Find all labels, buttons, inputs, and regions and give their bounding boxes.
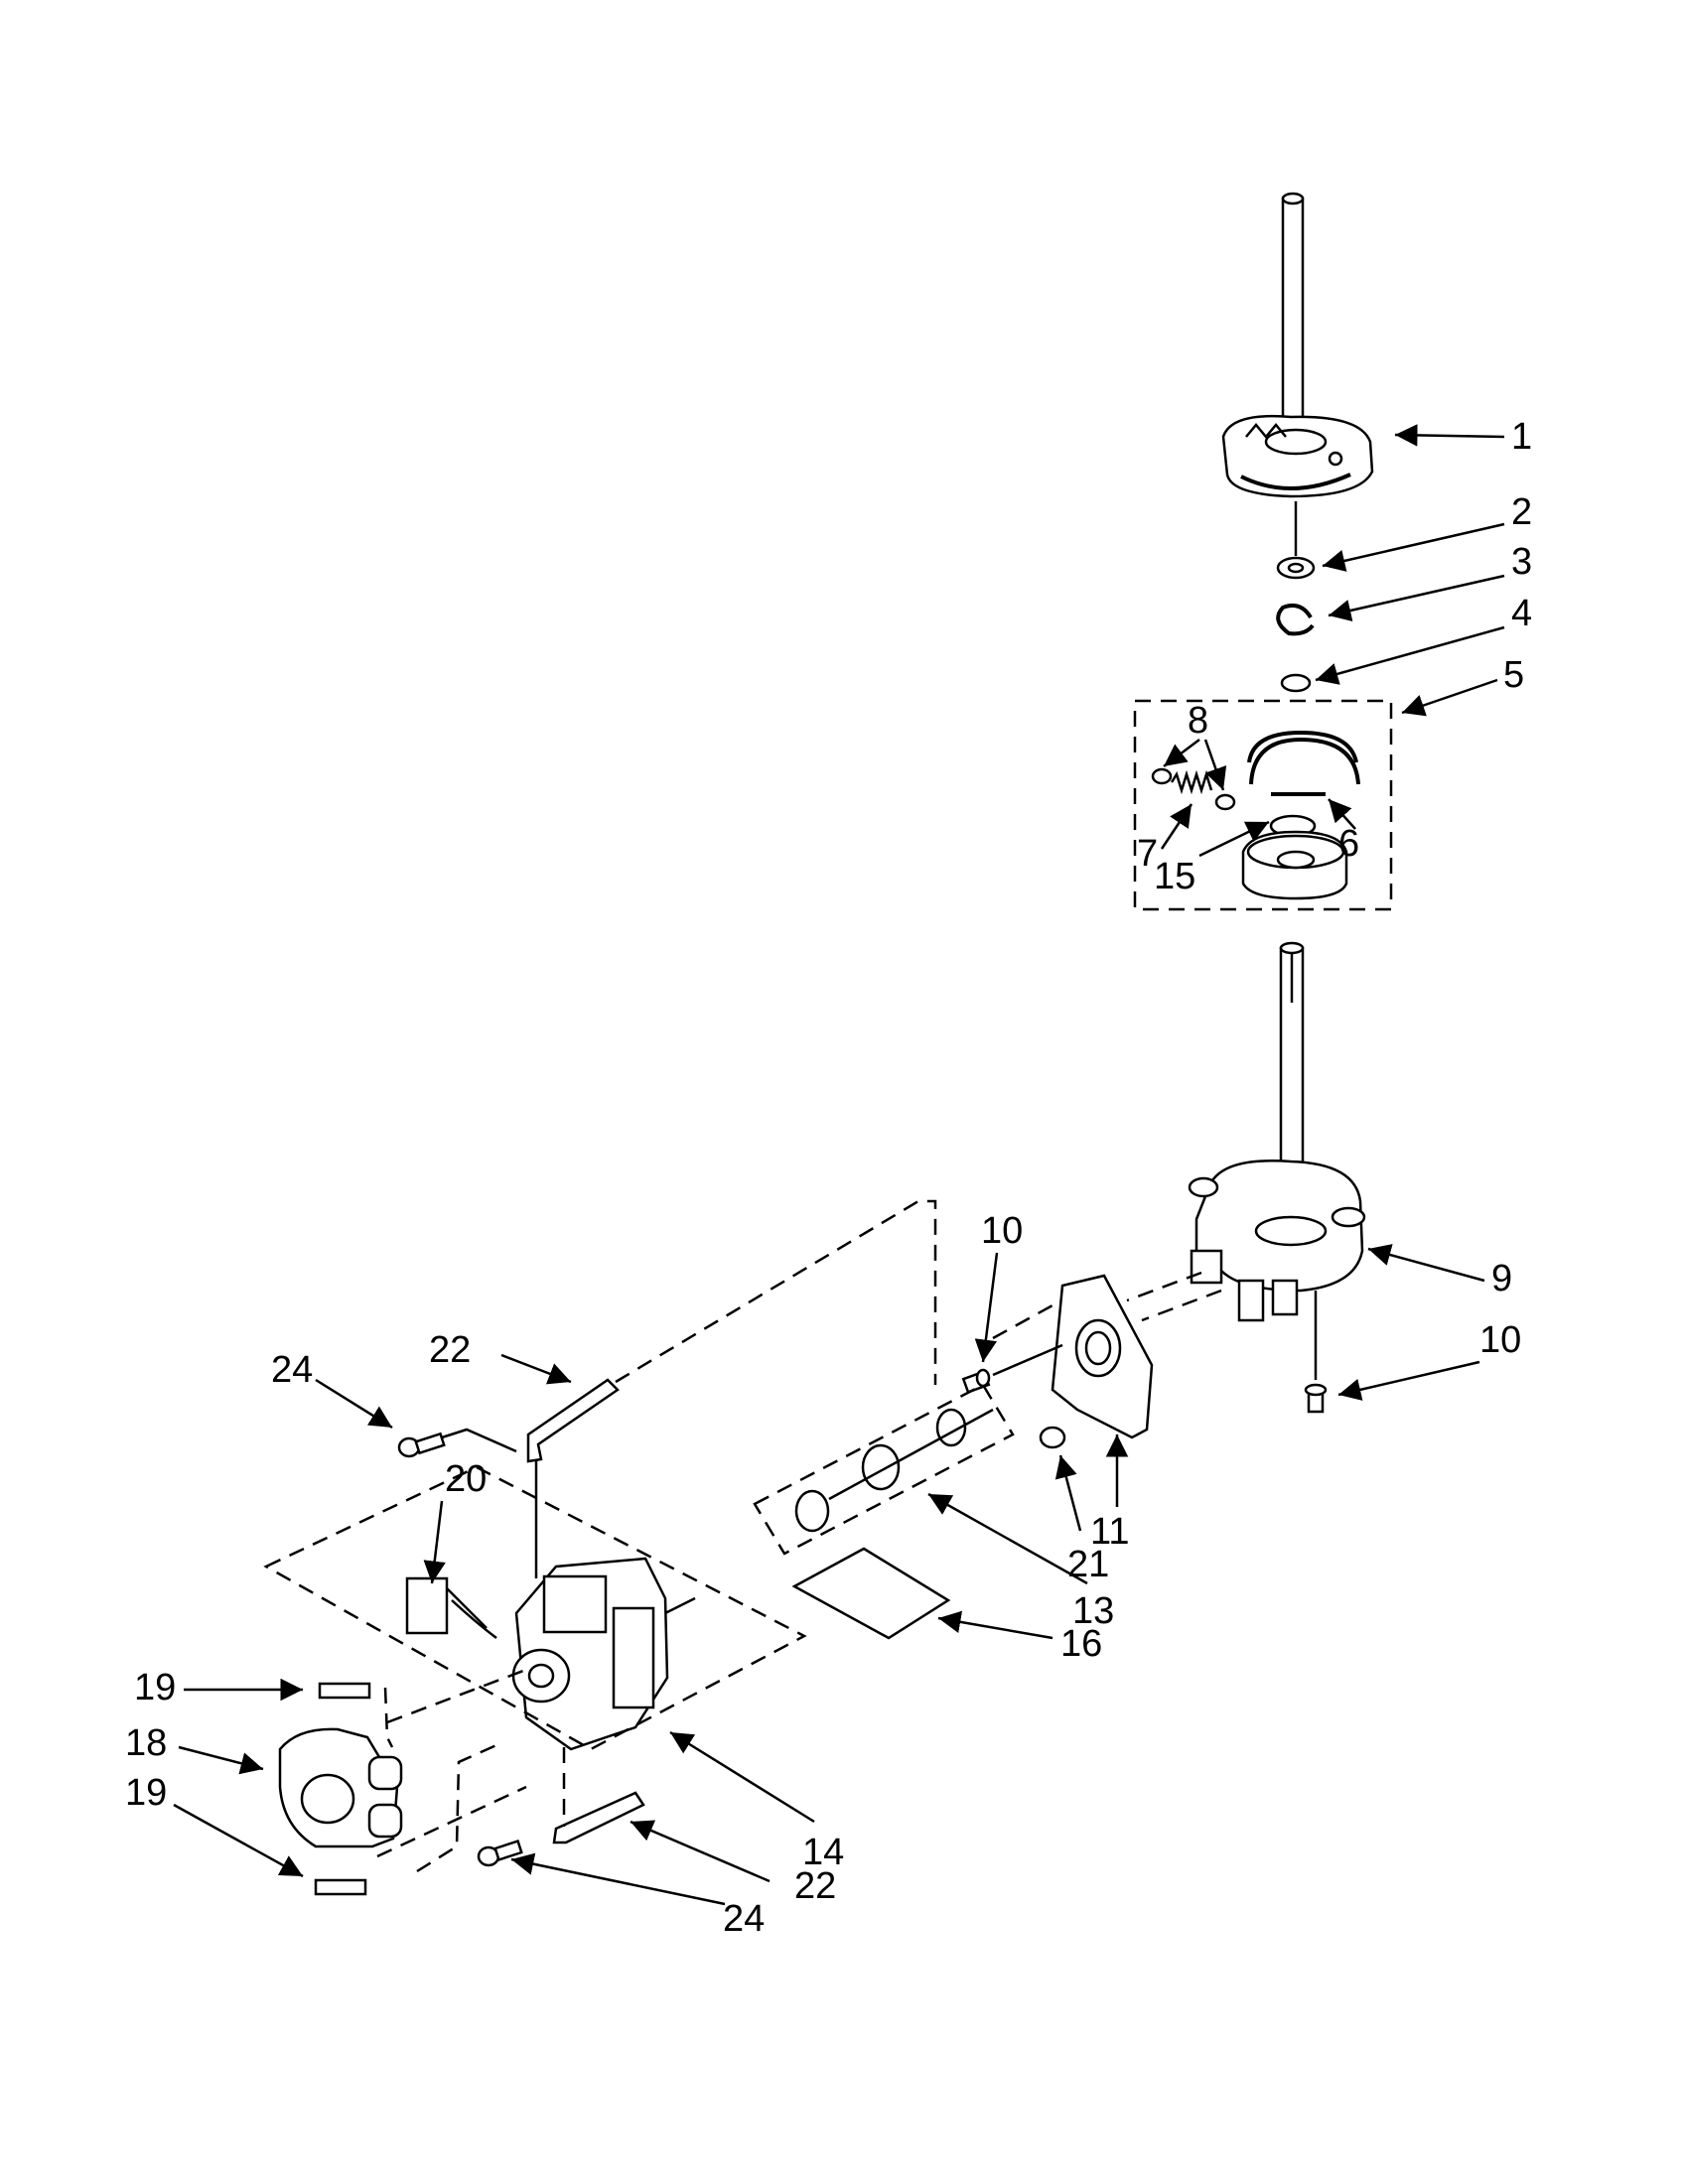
callout-22-bottom: 22 [794, 1865, 836, 1907]
callout-21: 21 [1067, 1544, 1109, 1585]
mounting-plate-part-11 [1051, 1274, 1154, 1439]
leader-4 [1315, 625, 1505, 685]
coupler-part-21 [1039, 1426, 1066, 1449]
leader-9 [1367, 1244, 1485, 1283]
callout-1: 1 [1511, 416, 1532, 458]
callout-8: 8 [1188, 700, 1208, 742]
callout-18: 18 [125, 1722, 167, 1764]
leader-24-bottom [510, 1852, 726, 1906]
callout-24-bottom: 24 [723, 1898, 765, 1940]
coupler-part-13 [794, 1408, 994, 1533]
clip-part-3 [1276, 604, 1315, 636]
spring-part-7 [1170, 769, 1213, 795]
leader-2 [1322, 522, 1505, 572]
clip-part-19-top [318, 1682, 371, 1700]
spring-band-part-6 [1247, 730, 1360, 796]
leader-5 [1401, 678, 1498, 717]
alignment-line [1141, 1289, 1222, 1322]
callout-16: 16 [1060, 1623, 1102, 1665]
pump-part-18 [278, 1727, 403, 1848]
leader-13 [927, 1492, 1088, 1585]
leader-10-right [1337, 1360, 1480, 1401]
pump-axis-lines [376, 1666, 532, 1858]
leader-18 [178, 1745, 264, 1775]
callout-3: 3 [1511, 541, 1532, 583]
leader-1 [1394, 424, 1505, 447]
leader-8b [1203, 739, 1227, 791]
ring-part-4 [1280, 673, 1312, 693]
shield-part-16 [791, 1547, 951, 1640]
callout-24-top: 24 [271, 1349, 313, 1391]
alignment-line [1126, 1271, 1202, 1302]
leader-14 [669, 1730, 815, 1824]
callout-13: 13 [1072, 1590, 1114, 1632]
callout-6: 6 [1338, 823, 1359, 865]
leader-24-top [315, 1378, 393, 1430]
callout-15: 15 [1154, 856, 1195, 897]
leader-10-left [974, 1252, 999, 1363]
screw-axis [992, 1343, 1063, 1377]
plate-alignment-line [992, 1303, 1053, 1340]
callout-20: 20 [445, 1458, 487, 1500]
pump-alignment-lines [383, 1687, 497, 1873]
screw-part-10-right [1304, 1383, 1328, 1414]
callout-11: 11 [1090, 1511, 1129, 1553]
screw-part-24-bottom [477, 1840, 523, 1867]
callout-19-top: 19 [134, 1667, 176, 1708]
washer-part-2 [1276, 556, 1316, 580]
bracket-part-22-bottom [552, 1791, 645, 1844]
agitator-shaft [1281, 192, 1305, 444]
callout-22-top: 22 [429, 1329, 471, 1371]
drive-shaft [1279, 941, 1305, 1188]
bracket-part-22-top [526, 1378, 620, 1463]
callout-19-bottom: 19 [125, 1772, 167, 1814]
clutch-assembly-part-1 [1221, 414, 1374, 498]
callout-10-left: 10 [981, 1210, 1023, 1252]
leader-3 [1328, 574, 1505, 622]
leader-8a [1163, 739, 1200, 767]
leader-15 [1198, 820, 1270, 858]
callout-9: 9 [1491, 1258, 1512, 1299]
callout-14: 14 [802, 1832, 844, 1873]
switch-part-20 [405, 1576, 497, 1639]
leader-21 [1054, 1454, 1082, 1532]
bracket-alignment-line [615, 1199, 937, 1385]
leader-22-bottom [630, 1820, 771, 1883]
callout-7: 7 [1137, 833, 1158, 875]
gearcase-part-9 [1188, 1160, 1366, 1380]
clip-part-19-bottom [314, 1878, 367, 1896]
motor-part-14 [511, 1557, 696, 1751]
brake-hub [1241, 830, 1348, 900]
leader-22-top [500, 1353, 572, 1385]
callout-2: 2 [1511, 491, 1532, 533]
callout-4: 4 [1511, 593, 1532, 634]
plunger-part-8 [1151, 767, 1236, 811]
leader-19-bottom [173, 1803, 304, 1878]
callout-10-right: 10 [1479, 1319, 1521, 1361]
coupler-kit-boundary [753, 1383, 1015, 1556]
callout-5: 5 [1503, 654, 1524, 696]
screw-part-24-top [397, 1428, 517, 1458]
leader-20 [423, 1500, 446, 1584]
leader-7 [1160, 803, 1193, 850]
leader-16 [937, 1610, 1053, 1640]
motor-kit-boundary [263, 1465, 807, 1751]
leader-6 [1328, 798, 1356, 830]
